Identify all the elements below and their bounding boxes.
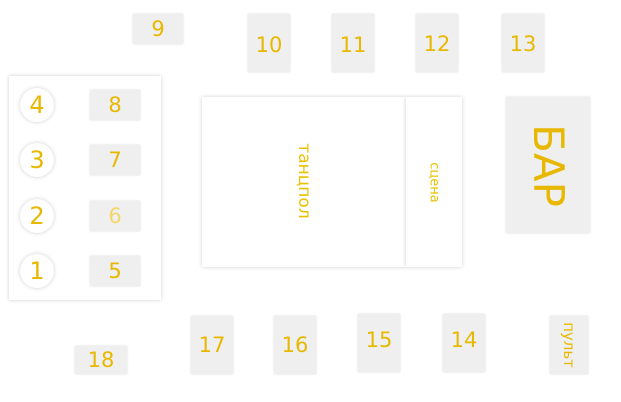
table-number: 9 xyxy=(151,17,165,41)
table-number: 1 xyxy=(29,257,45,285)
table-17[interactable]: 17 xyxy=(191,316,233,374)
table-number: 17 xyxy=(198,333,226,357)
table-number: 4 xyxy=(29,91,45,119)
dance-floor-label: танцпол xyxy=(294,143,314,219)
table-14[interactable]: 14 xyxy=(443,314,485,372)
table-number: 2 xyxy=(29,202,45,230)
table-number: 7 xyxy=(108,148,122,172)
table-15[interactable]: 15 xyxy=(358,314,400,372)
stage-label: сцена xyxy=(426,162,442,203)
table-9[interactable]: 9 xyxy=(133,14,183,44)
table-6[interactable]: 6 xyxy=(90,201,140,231)
table-number: 3 xyxy=(29,146,45,174)
table-number: 10 xyxy=(255,33,283,57)
round-table-3[interactable]: 3 xyxy=(20,143,54,177)
round-table-1[interactable]: 1 xyxy=(20,254,54,288)
table-11[interactable]: 11 xyxy=(332,14,374,72)
table-number: 11 xyxy=(339,33,367,57)
table-7[interactable]: 7 xyxy=(90,145,140,175)
round-table-2[interactable]: 2 xyxy=(20,199,54,233)
table-number: 18 xyxy=(87,348,115,372)
dj-console[interactable]: пульт xyxy=(550,316,588,374)
table-number: 6 xyxy=(108,204,122,228)
table-10[interactable]: 10 xyxy=(248,14,290,72)
table-number: 14 xyxy=(450,328,478,352)
table-8[interactable]: 8 xyxy=(90,90,140,120)
console-label: пульт xyxy=(560,322,579,368)
dance-floor[interactable]: танцпол xyxy=(202,97,406,267)
table-number: 12 xyxy=(423,32,451,56)
round-table-4[interactable]: 4 xyxy=(20,88,54,122)
table-number: 5 xyxy=(108,259,122,283)
table-number: 13 xyxy=(509,32,537,56)
table-5[interactable]: 5 xyxy=(90,256,140,286)
table-13[interactable]: 13 xyxy=(502,14,544,72)
table-number: 16 xyxy=(281,333,309,357)
bar[interactable]: БАР xyxy=(506,97,590,233)
table-number: 8 xyxy=(108,93,122,117)
table-12[interactable]: 12 xyxy=(416,14,458,72)
stage[interactable]: сцена xyxy=(406,97,462,267)
table-number: 15 xyxy=(365,328,393,352)
table-16[interactable]: 16 xyxy=(274,316,316,374)
bar-label: БАР xyxy=(523,123,573,207)
table-18[interactable]: 18 xyxy=(75,346,127,374)
